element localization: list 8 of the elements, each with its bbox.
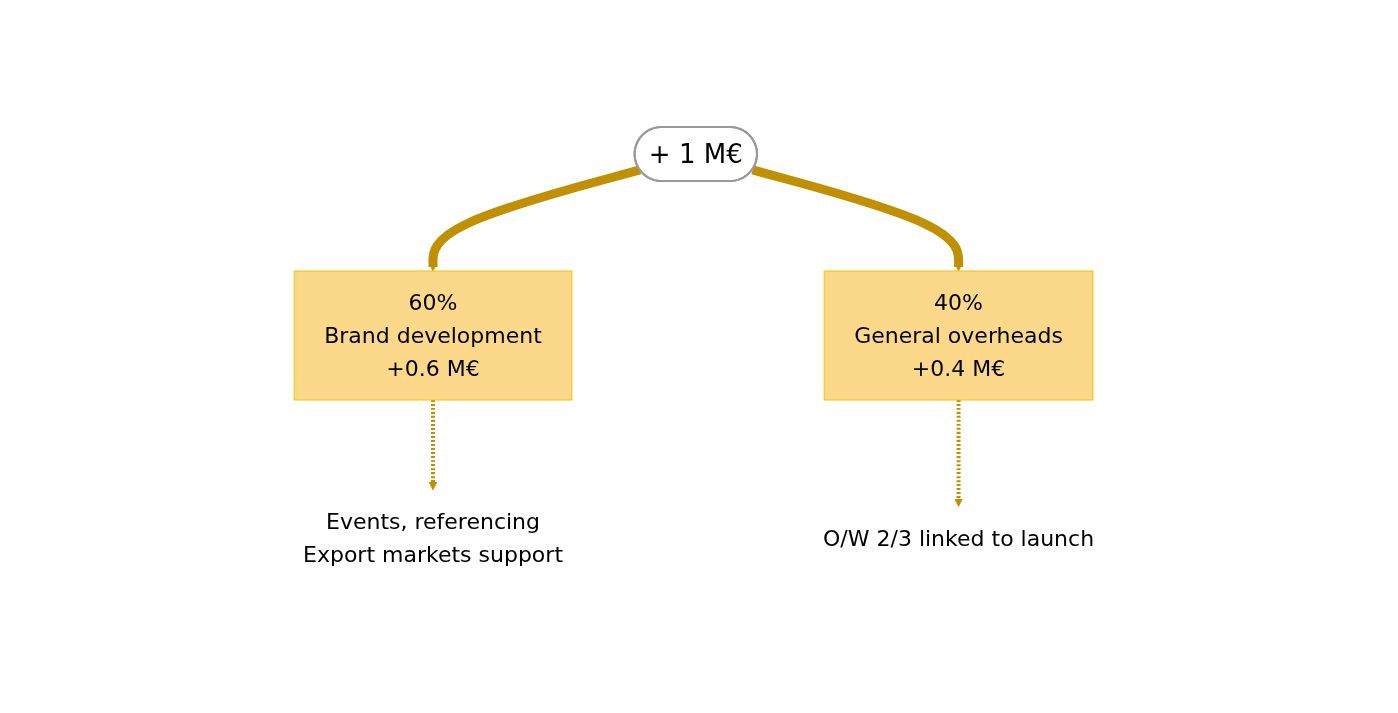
node-box: 40% General overheads +0.4 M€ — [824, 270, 1094, 401]
node-text: Events, referencing Export markets support — [303, 509, 564, 567]
arrow — [428, 165, 642, 272]
arrow — [429, 400, 438, 491]
node-box: 60% Brand development +0.6 M€ — [294, 270, 573, 401]
node-text: O/W 2/3 linked to launch — [823, 525, 1095, 551]
arrow — [751, 165, 964, 272]
arrow — [954, 400, 964, 507]
